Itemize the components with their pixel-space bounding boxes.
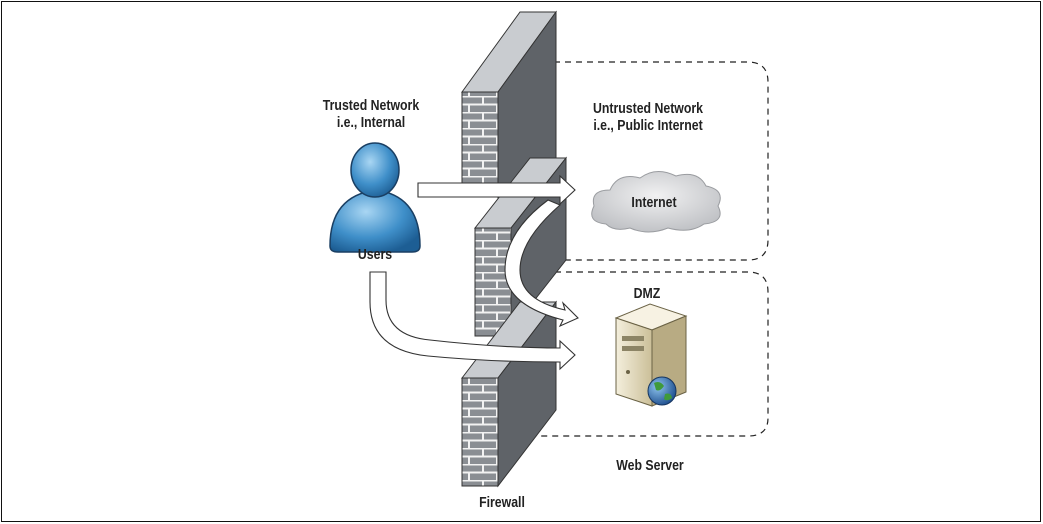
user-icon xyxy=(329,142,421,253)
globe-icon xyxy=(647,376,677,406)
web-server-label: Web Server xyxy=(616,457,684,474)
trusted-network-line2: i.e., Internal xyxy=(336,114,406,131)
trusted-network-label: Trusted Network i.e., Internal xyxy=(310,97,433,131)
dmz-label: DMZ xyxy=(633,285,661,302)
arrow-icon xyxy=(369,174,579,371)
dmz-zone xyxy=(530,271,769,437)
untrusted-network-line2: i.e., Public Internet xyxy=(593,117,703,134)
users-label: Users xyxy=(357,246,393,263)
trusted-network-line1: Trusted Network xyxy=(322,97,420,114)
cloud-icon xyxy=(591,171,721,233)
untrusted-network-label: Untrusted Network i.e., Public Internet xyxy=(582,100,713,134)
untrusted-network-zone xyxy=(532,61,769,261)
internet-label: Internet xyxy=(631,194,677,211)
untrusted-network-line1: Untrusted Network xyxy=(592,100,704,117)
firewall-label: Firewall xyxy=(479,494,525,511)
